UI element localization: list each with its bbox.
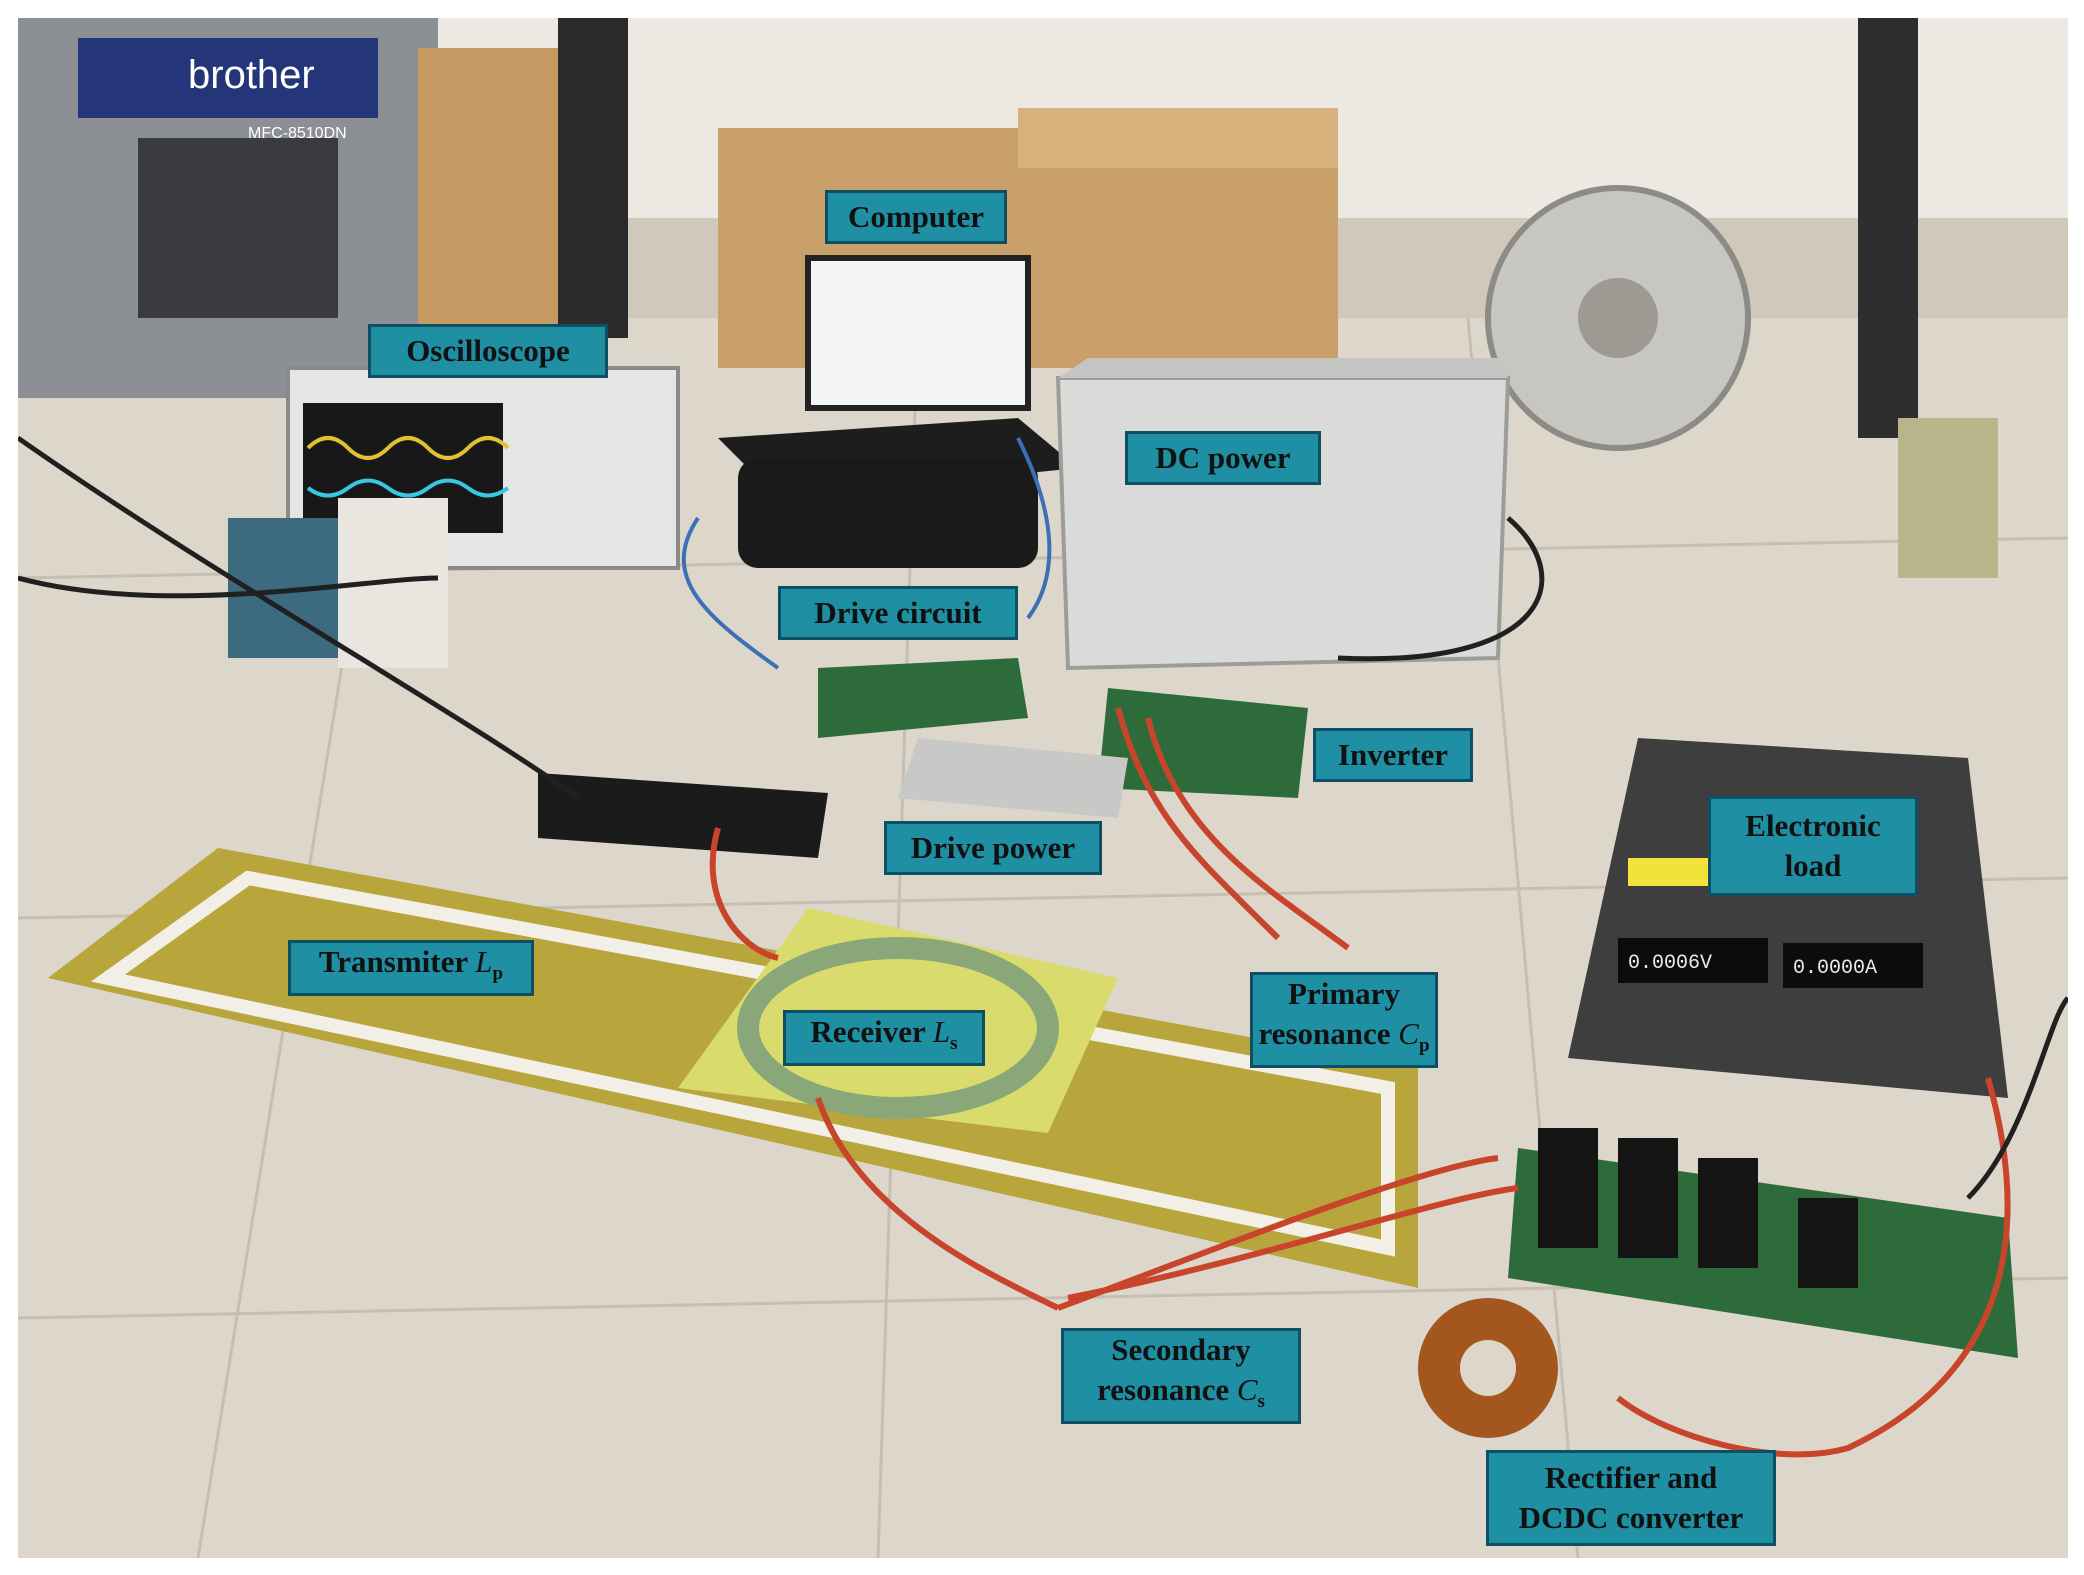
label-secondary-line2: resonance Cs <box>1097 1370 1265 1422</box>
load-current-readout: 0.0000A <box>1793 957 1877 980</box>
label-primary-symbol: C <box>1398 1015 1419 1051</box>
label-dc-power: DC power <box>1125 431 1321 485</box>
label-rectifier-line1: Rectifier and <box>1544 1460 1718 1495</box>
label-primary-resonance: Primary resonance Cp <box>1250 972 1438 1068</box>
label-secondary-sub: s <box>1257 1391 1265 1413</box>
label-secondary-resonance: Secondary resonance Cs <box>1061 1328 1301 1424</box>
label-electronic-load-line2: load <box>1784 848 1842 883</box>
label-transmitter-content: Transmiter Lp <box>319 942 503 994</box>
label-receiver-symbol: L <box>932 1013 951 1049</box>
printer-model: MFC-8510DN <box>248 125 347 142</box>
label-oscilloscope: Oscilloscope <box>368 324 608 378</box>
label-electronic-load-line1: Electronic <box>1745 808 1881 843</box>
label-drive-circuit: Drive circuit <box>778 586 1018 640</box>
label-primary-line2-text: resonance <box>1258 1015 1399 1051</box>
label-receiver: Receiver Ls <box>783 1010 985 1066</box>
label-primary-sub: p <box>1418 1035 1430 1057</box>
printer-brand: brother <box>188 53 315 97</box>
label-drive-power-text: Drive power <box>910 830 1076 865</box>
label-secondary-symbol: C <box>1236 1371 1258 1407</box>
label-computer-text: Computer <box>847 199 985 234</box>
label-receiver-content: Receiver Ls <box>810 1012 957 1064</box>
label-primary-line2: resonance Cp <box>1258 1014 1429 1066</box>
label-rectifier-dcdc: Rectifier and DCDC converter <box>1486 1450 1776 1546</box>
label-transmitter-sub: p <box>492 963 504 985</box>
label-secondary-line1: Secondary <box>1111 1331 1251 1367</box>
label-secondary-line2-text: resonance <box>1097 1371 1237 1407</box>
load-voltage-readout: 0.0006V <box>1628 952 1712 975</box>
label-receiver-text: Receiver <box>810 1013 933 1049</box>
label-electronic-load: Electronic load <box>1708 796 1918 896</box>
label-rectifier-line2: DCDC converter <box>1518 1500 1744 1535</box>
label-oscilloscope-text: Oscilloscope <box>406 333 570 368</box>
label-drive-power: Drive power <box>884 821 1102 875</box>
lab-setup-photo: brother MFC-8510DN 0.0006V 0.0000 <box>18 18 2068 1558</box>
label-receiver-sub: s <box>950 1033 958 1055</box>
label-dc-power-text: DC power <box>1155 440 1291 475</box>
label-drive-circuit-text: Drive circuit <box>814 595 982 630</box>
label-transmitter-symbol: L <box>475 943 493 979</box>
label-transmitter-text: Transmiter <box>318 943 476 979</box>
label-transmitter: Transmiter Lp <box>288 940 534 996</box>
label-computer: Computer <box>825 190 1007 244</box>
label-inverter: Inverter <box>1313 728 1473 782</box>
label-primary-line1: Primary <box>1288 975 1400 1011</box>
label-inverter-text: Inverter <box>1337 737 1449 772</box>
photo-illustration: brother MFC-8510DN 0.0006V 0.0000 <box>18 18 2068 1558</box>
